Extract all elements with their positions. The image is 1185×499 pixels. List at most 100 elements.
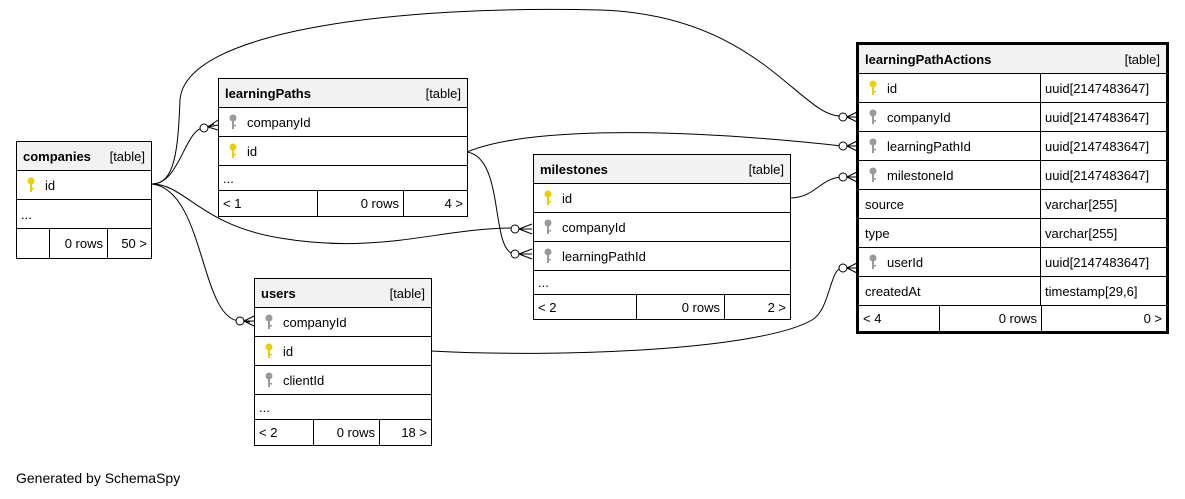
column-name: id [887, 80, 898, 96]
table-type: [table] [748, 161, 784, 177]
column-row[interactable]: id [255, 337, 431, 366]
primary-key-icon [261, 343, 277, 359]
column-row[interactable]: type varchar[255] [859, 219, 1166, 248]
more-columns: ... [17, 200, 151, 229]
column-name: createdAt [865, 283, 921, 299]
column-type: uuid[2147483647] [1045, 254, 1150, 270]
column-row[interactable]: companyId [255, 308, 431, 337]
edge-learningPaths-learningPathActions [466, 132, 843, 153]
footer-children[interactable]: 2 > [724, 295, 790, 319]
table-footer: < 1 0 rows 4 > [219, 191, 467, 216]
table-header: learningPathActions [table] [859, 45, 1166, 74]
column-row[interactable]: companyId [534, 213, 790, 242]
more-columns: ... [219, 166, 467, 191]
column-name: type [865, 225, 890, 241]
table-name: milestones [540, 161, 608, 177]
table-companies[interactable]: companies [table] id ... 0 rows 50 > [16, 141, 152, 259]
table-name: learningPathActions [865, 51, 992, 67]
crowfoot [846, 111, 858, 123]
column-row[interactable]: milestoneId uuid[2147483647] [859, 161, 1166, 190]
foreign-key-icon [865, 138, 881, 154]
column-name: milestoneId [887, 167, 954, 183]
footer-parents[interactable]: < 4 [863, 311, 882, 326]
crowfoot [243, 315, 255, 327]
more-columns: ... [534, 271, 790, 295]
primary-key-icon [23, 177, 39, 193]
table-learningPathActions[interactable]: learningPathActions [table] id uuid[2147… [856, 42, 1169, 334]
table-type: [table] [389, 285, 425, 301]
foreign-key-icon [865, 109, 881, 125]
table-users[interactable]: users [table] companyId id clientId ... … [254, 278, 432, 446]
column-type: uuid[2147483647] [1045, 167, 1150, 183]
primary-key-icon [540, 190, 556, 206]
edge-end-circle [838, 141, 848, 151]
table-milestones[interactable]: milestones [table] id companyId learning… [533, 154, 791, 320]
footer-rows: 0 rows [317, 191, 403, 216]
edge-end-circle [510, 224, 520, 234]
edge-companies-learningPaths [151, 123, 215, 185]
crowfoot [518, 223, 533, 235]
primary-key-icon [865, 80, 881, 96]
edge-end-circle [838, 263, 848, 273]
foreign-key-icon [225, 114, 241, 130]
column-row[interactable]: source varchar[255] [859, 190, 1166, 219]
column-row[interactable]: id [534, 184, 790, 213]
table-header: users [table] [255, 279, 431, 308]
footer-children[interactable]: 4 > [403, 191, 467, 216]
column-row[interactable]: clientId [255, 366, 431, 395]
footer-parents[interactable]: < 2 [538, 299, 557, 315]
footer-children[interactable]: 0 > [1041, 306, 1166, 331]
footer-rows: 0 rows [636, 295, 724, 319]
primary-key-icon [225, 143, 241, 159]
column-type: varchar[255] [1045, 196, 1118, 212]
edge-learningPaths-milestones [466, 151, 515, 255]
column-row[interactable]: learningPathId uuid[2147483647] [859, 132, 1166, 161]
footer-rows: 0 rows [49, 229, 107, 258]
column-row[interactable]: learningPathId [534, 242, 790, 271]
edge-companies-learningPathActions [151, 8, 843, 185]
generated-by-note: Generated by SchemaSpy [16, 470, 181, 486]
table-footer: 0 rows 50 > [17, 229, 151, 258]
table-header: learningPaths [table] [219, 79, 467, 108]
foreign-key-icon [261, 372, 277, 388]
column-row[interactable]: companyId [219, 108, 467, 137]
column-type: timestamp[29,6] [1045, 283, 1138, 299]
column-name: companyId [887, 109, 951, 125]
footer-rows: 0 rows [313, 420, 379, 445]
column-name: learningPathId [887, 138, 971, 154]
column-name: source [865, 196, 905, 212]
footer-parents[interactable] [17, 229, 49, 258]
footer-parents[interactable]: < 2 [259, 425, 278, 440]
foreign-key-icon [540, 219, 556, 235]
column-type: uuid[2147483647] [1045, 80, 1150, 96]
edge-end-circle [199, 123, 209, 133]
more-columns: ... [255, 395, 431, 420]
column-row[interactable]: id [17, 171, 151, 200]
column-row[interactable]: createdAt timestamp[29,6] [859, 277, 1166, 306]
column-type: uuid[2147483647] [1045, 109, 1150, 125]
edge-companies-milestones [151, 183, 515, 245]
footer-children[interactable]: 18 > [379, 420, 431, 445]
edge-end-circle [510, 249, 520, 259]
table-footer: < 2 0 rows 2 > [534, 295, 790, 319]
column-row[interactable]: userId uuid[2147483647] [859, 248, 1166, 277]
edge-end-circle [838, 112, 848, 122]
table-name: users [261, 285, 296, 301]
table-header: companies [table] [17, 142, 151, 171]
column-name: learningPathId [562, 248, 646, 264]
table-footer: < 4 0 rows 0 > [859, 306, 1166, 331]
column-name: id [283, 343, 294, 359]
footer-parents[interactable]: < 1 [223, 196, 242, 211]
column-row[interactable]: id uuid[2147483647] [859, 74, 1166, 103]
column-type: uuid[2147483647] [1045, 138, 1150, 154]
foreign-key-icon [261, 314, 277, 330]
column-name: id [45, 177, 56, 193]
table-learningPaths[interactable]: learningPaths [table] companyId id ... <… [218, 78, 468, 217]
column-row[interactable]: companyId uuid[2147483647] [859, 103, 1166, 132]
table-type: [table] [425, 85, 461, 101]
foreign-key-icon [865, 167, 881, 183]
crowfoot [846, 262, 858, 274]
column-row[interactable]: id [219, 137, 467, 166]
footer-children[interactable]: 50 > [107, 229, 151, 258]
